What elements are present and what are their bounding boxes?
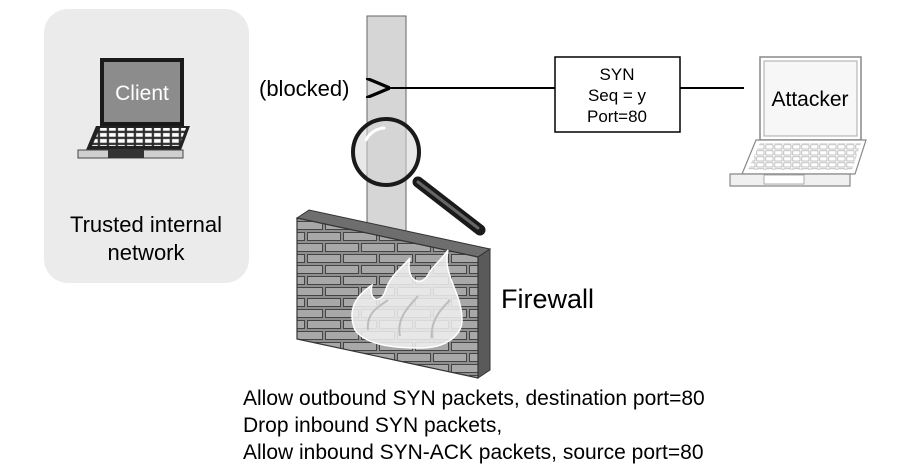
- client-laptop-icon: Client: [77, 58, 190, 159]
- rule-1: Allow outbound SYN packets, destination …: [243, 387, 705, 410]
- client-label: Client: [115, 82, 169, 105]
- zone-label-line2: network: [107, 240, 185, 265]
- rule-3: Allow inbound SYN-ACK packets, source po…: [243, 441, 704, 464]
- zone-label-line1: Trusted internal: [70, 212, 222, 237]
- attacker-laptop-icon: Attacker: [729, 56, 867, 187]
- syn-packet-box: SYN Seq = y Port=80: [554, 56, 681, 133]
- packet-line-1: SYN: [600, 65, 635, 84]
- attacker-label: Attacker: [771, 88, 848, 111]
- packet-line-3: Port=80: [587, 107, 647, 126]
- firewall-label: Firewall: [501, 284, 594, 314]
- rule-2: Drop inbound SYN packets,: [243, 414, 502, 437]
- packet-line-2: Seq = y: [588, 86, 647, 105]
- blocked-label: (blocked): [259, 76, 349, 101]
- firewall-wall-icon: [295, 209, 492, 379]
- magnifying-glass-icon: [351, 117, 486, 236]
